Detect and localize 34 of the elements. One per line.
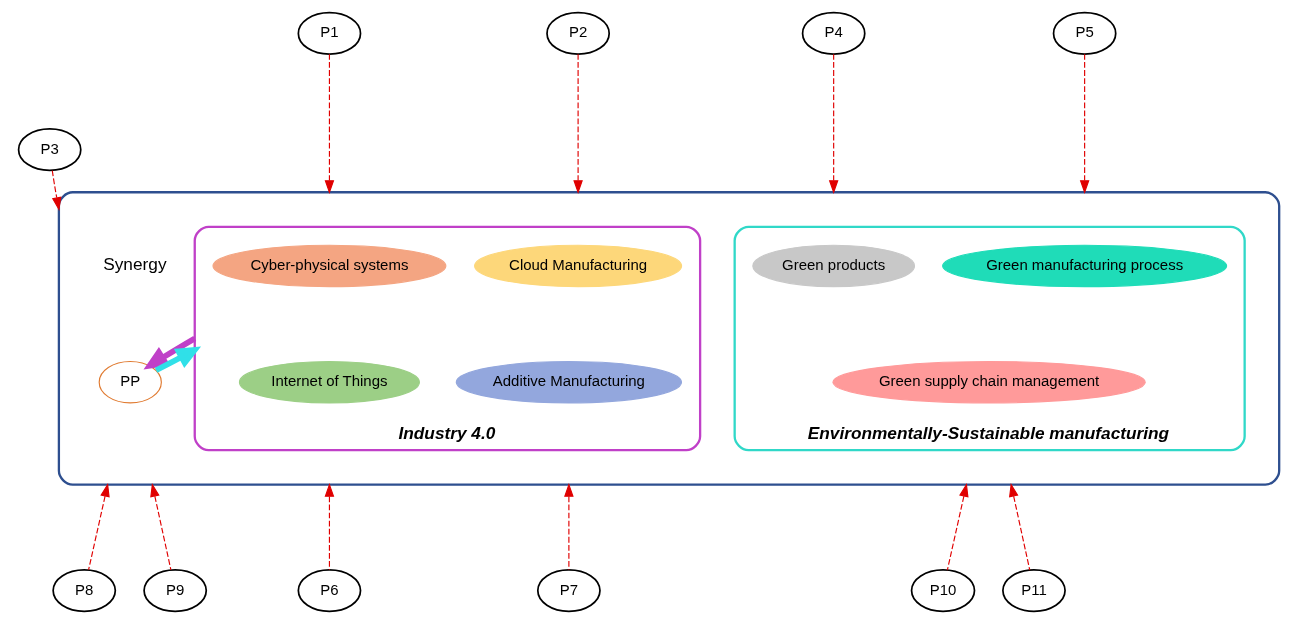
- node-ellipse: Cloud Manufacturing: [473, 244, 682, 288]
- cluster: [57, 191, 1280, 486]
- node-ellipse: PP: [98, 360, 162, 404]
- arrow: [946, 483, 969, 571]
- arrow: [154, 346, 201, 373]
- arrow: [828, 53, 838, 194]
- node-ellipse: P7: [536, 569, 601, 613]
- node-ellipse: P11: [1001, 569, 1066, 613]
- node-ellipse: P1: [297, 11, 361, 55]
- arrow: [563, 482, 574, 571]
- arrow: [324, 482, 334, 571]
- node-ellipse: P4: [801, 11, 866, 55]
- node-ellipse: Internet of Things: [238, 360, 420, 404]
- label: Synergy: [102, 253, 167, 274]
- node-ellipse: P8: [51, 569, 116, 613]
- arrow: [51, 170, 61, 211]
- node-ellipse: Additive Manufacturing: [455, 360, 682, 404]
- arrow: [1079, 53, 1089, 194]
- node-ellipse: Green manufacturing process: [941, 244, 1227, 288]
- arrow: [572, 53, 583, 194]
- arrow: [1008, 483, 1030, 571]
- node-ellipse: Cyber-physical systems: [211, 244, 446, 288]
- node-ellipse: P3: [17, 128, 82, 172]
- arrow: [149, 482, 171, 571]
- node-ellipse: P6: [297, 569, 361, 613]
- node-ellipse: P5: [1052, 11, 1117, 55]
- node-ellipse: P2: [545, 11, 610, 55]
- arrow: [324, 53, 334, 194]
- node-ellipse: Green supply chain management: [831, 360, 1146, 404]
- arrow: [143, 335, 196, 370]
- arrow: [87, 483, 110, 571]
- node-ellipse: Green products: [751, 244, 915, 288]
- node-ellipse: P10: [910, 569, 975, 613]
- node-ellipse: P9: [142, 569, 207, 613]
